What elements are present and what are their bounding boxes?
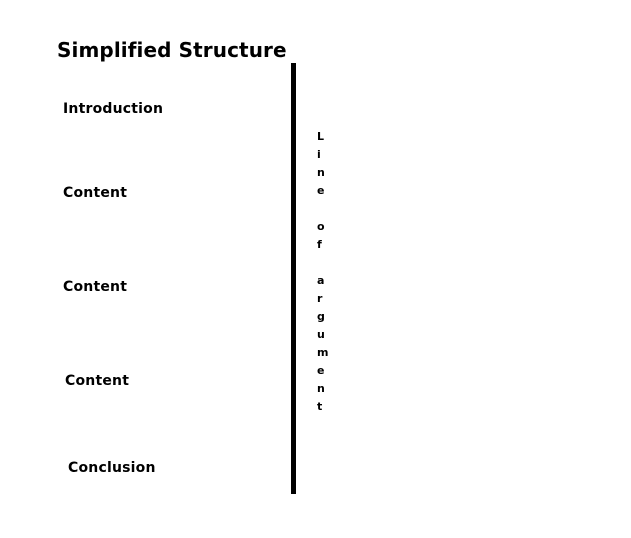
caption-char-f-6: f — [317, 238, 322, 251]
caption-gap-4 — [317, 200, 321, 218]
caption-char-n-14: n — [317, 382, 325, 395]
caption-char-t-15: t — [317, 400, 323, 413]
stage-label-conclusion-4: Conclusion — [68, 460, 156, 476]
page-title: Simplified Structure — [57, 38, 287, 62]
stage-label-content-2: Content — [63, 279, 128, 295]
caption-char-e-13: e — [317, 364, 325, 377]
caption-char-m-12: m — [317, 346, 329, 359]
caption-char-a-8: a — [317, 274, 325, 287]
caption-char-r-9: r — [317, 292, 323, 305]
caption-char-n-2: n — [317, 166, 325, 179]
caption-char-g-10: g — [317, 310, 325, 323]
caption-char-i-1: i — [317, 148, 321, 161]
stage-label-content-1: Content — [63, 185, 128, 201]
caption-char-e-3: e — [317, 184, 325, 197]
caption-char-o-5: o — [317, 220, 325, 233]
stage-label-introduction-0: Introduction — [63, 101, 164, 117]
caption-char-L-0: L — [317, 130, 325, 143]
stage-label-content-3: Content — [65, 373, 130, 389]
line-of-argument-spine — [291, 63, 296, 494]
caption-char-u-11: u — [317, 328, 325, 341]
caption-gap-7 — [317, 254, 321, 272]
